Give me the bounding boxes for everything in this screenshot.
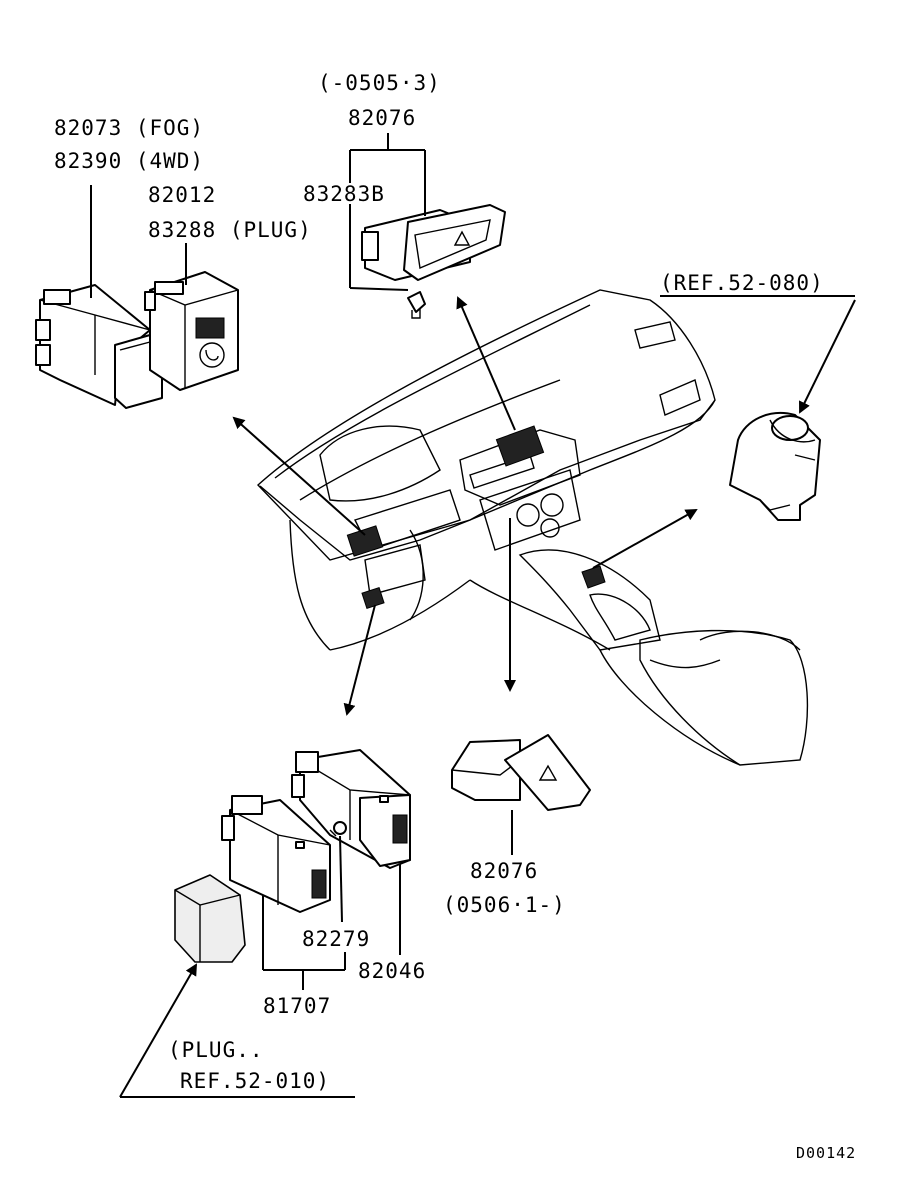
plug-ref-52-010	[174, 874, 246, 963]
dashboard-illustration	[256, 289, 809, 766]
switch-82046	[291, 749, 411, 869]
switch-81707	[221, 795, 331, 913]
label-81707: 81707	[263, 994, 331, 1018]
label-hazard-date-upper: (-0505·3)	[318, 71, 441, 95]
label-82012: 82012	[148, 183, 216, 207]
label-82076-upper: 82076	[348, 106, 416, 130]
hazard-switch-upper	[361, 204, 506, 281]
label-82076-lower: 82076	[470, 859, 538, 883]
label-82390-4wd: 82390 (4WD)	[54, 149, 204, 173]
hazard-switch-lower	[451, 734, 591, 811]
arrow-to-upper-hazard	[456, 296, 516, 431]
label-83288-plug: 83288 (PLUG)	[148, 218, 312, 242]
label-plug-ref-line1: (PLUG..	[168, 1038, 264, 1062]
part-labels: 82073 (FOG) 82390 (4WD) 82012 83288 (PLU…	[54, 71, 856, 1162]
label-82279: 82279	[302, 927, 370, 951]
label-82046: 82046	[358, 959, 426, 983]
leader-lines	[90, 133, 856, 1098]
label-83283b: 83283B	[303, 182, 385, 206]
arrow-to-round-switch	[592, 509, 698, 569]
arrow-to-fog-switch	[232, 416, 366, 536]
callout-arrows	[232, 296, 698, 716]
arrow-to-lower-switches	[343, 604, 376, 716]
fog-4wd-switch-assembly	[35, 284, 163, 409]
bulb-82279	[329, 821, 347, 837]
label-82073-fog: 82073 (FOG)	[54, 116, 204, 140]
round-switch-ref-52-080	[729, 412, 821, 521]
label-hazard-date-lower: (0506·1-)	[443, 893, 566, 917]
label-ref-52-080: (REF.52-080)	[660, 271, 824, 295]
diagram-code: D00142	[796, 1144, 856, 1162]
label-plug-ref-line2: REF.52-010)	[180, 1069, 330, 1093]
plug-83288	[144, 271, 239, 391]
bulb-83283b	[407, 291, 426, 319]
